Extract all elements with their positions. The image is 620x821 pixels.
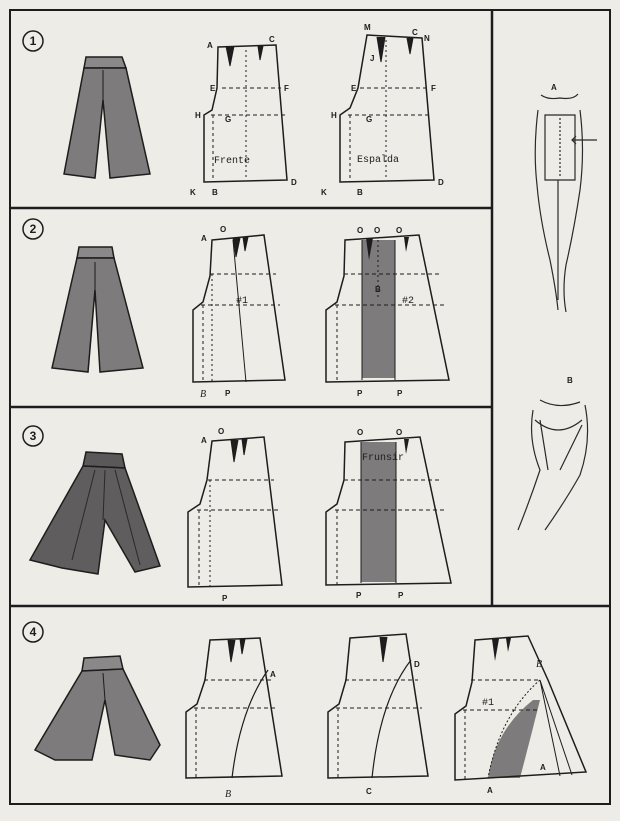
pattern-label: A [201, 234, 207, 243]
panel-number: 3 [30, 429, 37, 443]
pattern-label: K [321, 188, 327, 197]
back-pattern-labels: O O P P Frunsir [356, 428, 404, 600]
pattern-label: C [412, 28, 418, 37]
pattern-label: H [331, 111, 337, 120]
pattern-label: E [210, 84, 216, 93]
figure-b [517, 399, 589, 531]
figure-label: A [551, 83, 557, 92]
panel-number: 2 [30, 222, 37, 236]
pattern-label: O [396, 226, 402, 235]
pattern-label: C [366, 787, 372, 796]
pattern-label: O [396, 428, 402, 437]
pattern-label: G [225, 115, 231, 124]
pattern-label: A [270, 670, 276, 679]
pattern-label: M [364, 23, 371, 32]
panel-3: 3 A O P [22, 425, 452, 603]
pattern-label: D [438, 178, 444, 187]
pattern-label: A [540, 763, 546, 772]
pattern-label: A [207, 41, 213, 50]
pattern-label: D [291, 178, 297, 187]
pattern-a-labels: A B [225, 670, 276, 800]
panel-number-badge [22, 218, 44, 240]
front-pattern-labels: A C E F H G K B D Frente [190, 35, 297, 197]
pattern-label: K [190, 188, 196, 197]
pattern-label: O [374, 226, 380, 235]
pattern-label: O [357, 428, 363, 437]
back-text: Espalda [357, 154, 399, 166]
back-pattern [325, 436, 452, 586]
pattern-label: H [195, 111, 201, 120]
pattern-label: G [366, 115, 372, 124]
pattern-b [327, 633, 429, 779]
pattern-label: B [375, 285, 381, 294]
garment-illustration [33, 655, 161, 761]
pattern-label: J [370, 54, 374, 63]
back-pattern [339, 34, 435, 183]
front-text: Frente [214, 156, 250, 167]
piece-1-label: #1 [482, 698, 494, 709]
garment-illustration [51, 246, 144, 373]
pattern-label: O [220, 225, 226, 234]
pattern-label: F [431, 84, 436, 93]
pattern-label: P [222, 594, 228, 603]
pattern-label: B [357, 188, 363, 197]
front-pattern [203, 44, 288, 183]
panel-4: 4 A B D C [22, 621, 588, 800]
back-pattern [325, 234, 450, 383]
pattern-label: F [284, 84, 289, 93]
pattern-b-labels: D C [366, 660, 420, 796]
front-pattern [187, 436, 283, 588]
front-pattern-labels: A O B P #1 [200, 225, 248, 400]
pattern-label: E [351, 84, 357, 93]
pattern-label: D [414, 660, 420, 669]
pattern-label: B [225, 789, 231, 800]
pattern-label: O [357, 226, 363, 235]
garment-illustration [28, 451, 161, 575]
pattern-label: N [424, 34, 430, 43]
pattern-label: P [398, 591, 404, 600]
pattern-label: B [212, 188, 218, 197]
panel-number: 4 [30, 625, 37, 639]
pattern-a [185, 637, 283, 779]
pattern-label: P [356, 591, 362, 600]
back-pattern-labels: M C N J E F H G K B D Espalda [321, 23, 444, 197]
fold-text: Frunsir [362, 452, 404, 464]
pattern-label: B [200, 389, 206, 400]
front-pattern-labels: A O P [201, 427, 228, 603]
pattern-label: P [357, 389, 363, 398]
pattern-c [454, 635, 588, 781]
panel-number-badge [22, 30, 44, 52]
pattern-c-labels: B A A #1 [482, 659, 546, 795]
piece-1-label: #1 [236, 296, 248, 307]
panel-number: 1 [30, 34, 37, 48]
pattern-label: C [269, 35, 275, 44]
pattern-label: O [218, 427, 224, 436]
panel-2: 2 A O B P #1 [22, 218, 450, 400]
pattern-label: P [397, 389, 403, 398]
figure-a [534, 93, 584, 313]
figure-label: B [567, 376, 573, 385]
panel-number-badge [22, 425, 44, 447]
pattern-label: A [201, 436, 207, 445]
pattern-label: B [536, 659, 542, 670]
panel-number-badge [22, 621, 44, 643]
figures-column: A B [517, 83, 597, 531]
front-pattern [192, 234, 286, 383]
back-pattern-labels: O O O B P P #2 [357, 226, 414, 398]
pattern-label: P [225, 389, 231, 398]
garment-illustration [63, 56, 151, 179]
panel-1: 1 A C E F H G K B D Frente [22, 23, 444, 197]
pattern-label: A [487, 786, 493, 795]
piece-2-label: #2 [402, 296, 414, 307]
